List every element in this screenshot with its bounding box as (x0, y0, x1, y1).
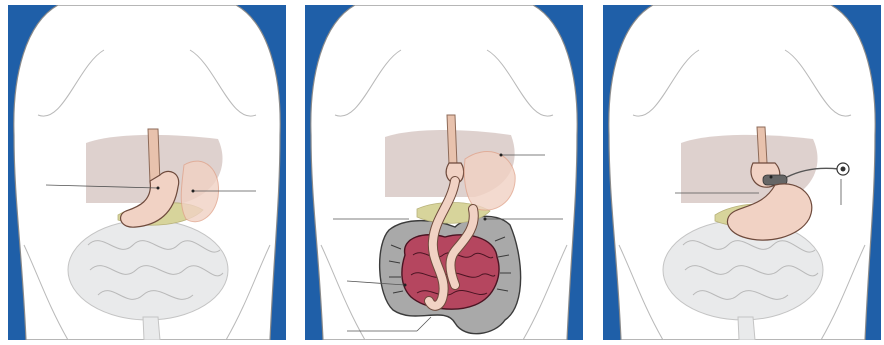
rectum (143, 317, 160, 340)
rectum (738, 317, 755, 340)
intestine-loop (68, 220, 228, 320)
label-pointer-dot (770, 176, 773, 179)
panel-adjustable-gastric-band (603, 5, 881, 340)
panel-sleeve-gastrectomy (8, 5, 286, 340)
esophagus (757, 127, 767, 163)
label-pointer-dot (404, 284, 407, 287)
esophagus (447, 115, 457, 165)
panel-1-illustration (8, 5, 286, 340)
label-pointer-dot (192, 190, 195, 193)
panel-roux-en-y-gastric-bypass (305, 5, 583, 340)
access-port-center (841, 167, 846, 172)
panel-3-illustration (603, 5, 881, 340)
panel-2-illustration (305, 5, 583, 340)
label-pointer-dot (484, 218, 487, 221)
esophagus (148, 129, 160, 183)
label-pointer-dot (500, 154, 503, 157)
label-pointer-dot (157, 187, 160, 190)
